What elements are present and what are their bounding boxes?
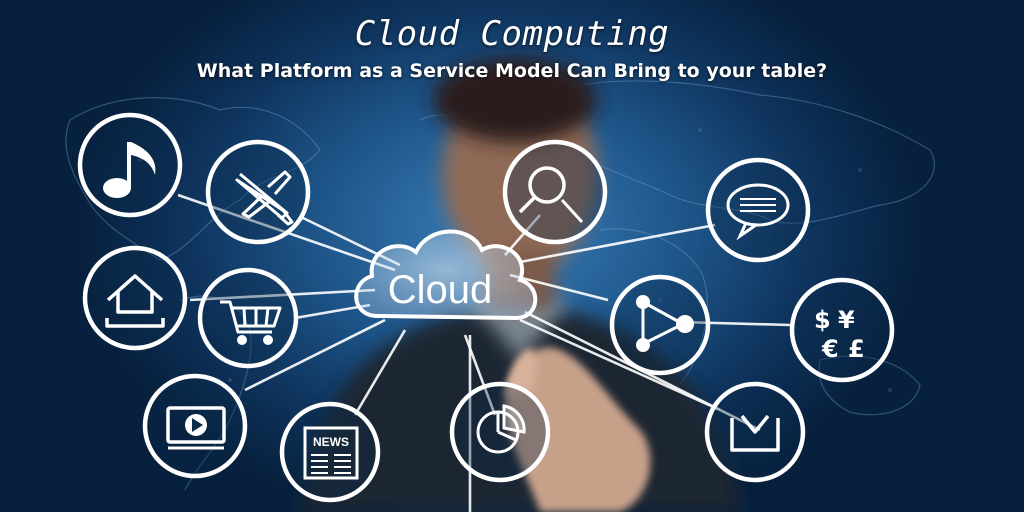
airplane-icon <box>235 170 294 226</box>
dollar-glyph: $ <box>814 306 831 334</box>
shopping-cart-icon <box>220 300 282 345</box>
page-title: Cloud Computing <box>354 14 670 54</box>
chat-bubble-icon <box>726 183 790 241</box>
pie-chart-icon <box>476 404 526 454</box>
music-note-icon <box>103 142 156 198</box>
share-icon <box>636 295 694 352</box>
search-icon <box>518 166 584 224</box>
newspaper-icon: NEWS <box>303 426 359 480</box>
page-subtitle: What Platform as a Service Model Can Bri… <box>196 60 828 82</box>
currency-icon: $ ¥ € £ <box>814 306 865 363</box>
yen-glyph: ¥ <box>838 306 855 334</box>
video-player-icon <box>166 406 226 450</box>
euro-glyph: € <box>821 335 839 363</box>
cloud-shape: Cloud <box>354 229 538 321</box>
download-icon <box>730 414 780 452</box>
cloud-label: Cloud <box>388 268 493 312</box>
home-icon <box>105 274 165 328</box>
news-label: NEWS <box>313 435 349 449</box>
pound-glyph: £ <box>848 335 865 363</box>
